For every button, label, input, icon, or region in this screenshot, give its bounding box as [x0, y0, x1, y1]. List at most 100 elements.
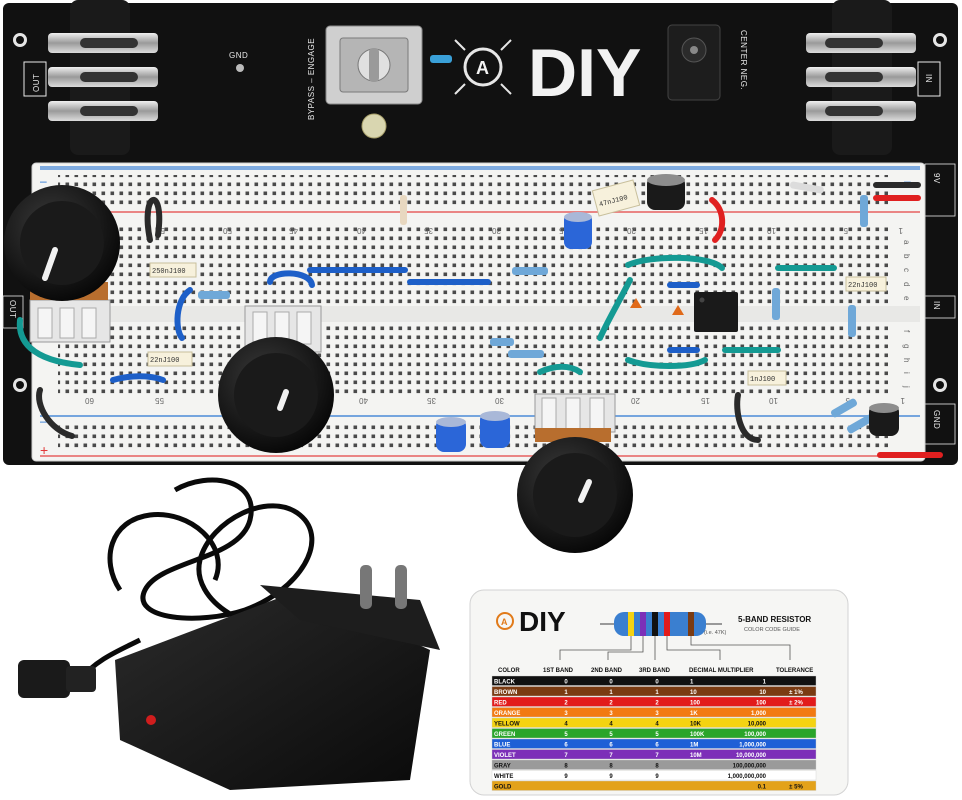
brand-logo: A: [454, 39, 512, 95]
power-indicator-light: [146, 715, 156, 725]
svg-text:2ND BAND: 2ND BAND: [591, 668, 623, 674]
color-cell-m1: 10K: [690, 722, 702, 728]
potentiometer-left: [4, 185, 120, 343]
color-cell-b2: 6: [609, 743, 613, 749]
svg-text:20: 20: [631, 396, 640, 405]
film-capacitors: 250nJ100 22nJ100 47nJ100 22nJ100 1nJ100: [147, 179, 887, 386]
color-swatch: [491, 675, 817, 686]
rail-minus-top: –: [40, 174, 47, 188]
svg-text:c: c: [902, 268, 911, 272]
color-cell-b2: 9: [609, 774, 613, 780]
color-cell-b1: 1: [564, 690, 568, 696]
svg-text:DECIMAL MULTIPLIER: DECIMAL MULTIPLIER: [689, 668, 754, 674]
svg-text:10: 10: [769, 396, 778, 405]
color-swatch: [491, 770, 817, 781]
color-cell-b3: 0: [655, 680, 659, 686]
color-cell-b3: 9: [655, 774, 659, 780]
color-cell-name: ORANGE: [494, 711, 520, 717]
color-cell-b1: 0: [564, 680, 568, 686]
color-cell-b1: 6: [564, 743, 568, 749]
svg-text:A: A: [501, 617, 508, 627]
color-cell-b2: 8: [609, 764, 613, 770]
svg-text:COLOR: COLOR: [498, 668, 520, 674]
card-logo: A: [496, 612, 514, 630]
color-cell-m2: 100,000,000: [733, 764, 767, 770]
svg-text:h: h: [902, 358, 911, 362]
color-cell-b1: 8: [564, 764, 568, 770]
color-swatch: [491, 749, 817, 760]
svg-text:22nJ100: 22nJ100: [848, 282, 877, 290]
led: [361, 113, 387, 139]
color-cell-m1: 1K: [690, 711, 698, 717]
side-tab-in: IN: [924, 295, 956, 319]
power-cable: [140, 477, 315, 631]
color-cell-b2: 4: [609, 722, 613, 728]
breadboard: – + – – 55 50 45 40 35 30 25 20 15 10 5 …: [16, 162, 943, 462]
in-label: IN: [924, 74, 933, 83]
color-cell-b1: 7: [564, 753, 568, 759]
svg-text:d: d: [902, 282, 911, 286]
plug-pin: [360, 565, 372, 609]
svg-text:b: b: [902, 254, 911, 259]
op-amp-chip: [694, 292, 738, 332]
svg-text:30: 30: [492, 226, 501, 235]
color-cell-m2: 10,000,000: [736, 753, 767, 759]
svg-text:5: 5: [845, 396, 850, 405]
color-swatch: [491, 696, 817, 707]
color-cell-b3: 4: [655, 722, 659, 728]
side-tab-9v: 9V: [924, 163, 956, 217]
svg-text:40: 40: [357, 226, 366, 235]
center-channel: [40, 306, 920, 322]
svg-text:15: 15: [701, 396, 710, 405]
ceramic-capacitor: [672, 305, 684, 315]
mounting-holes: [13, 33, 947, 392]
side-tab-gnd: GND: [924, 403, 956, 445]
color-swatch: [491, 780, 817, 791]
color-cell-b1: 9: [564, 774, 568, 780]
color-cell-b2: 7: [609, 753, 613, 759]
color-cell-m2: 1,000: [751, 711, 767, 717]
dc-power-jack: [667, 24, 721, 101]
color-cell-name: GRAY: [494, 764, 511, 770]
resistor-color-card: A DIY (i.e. 47K) 5-BAND RESISTOR COLOR C…: [469, 589, 849, 796]
rail-plus-bottom: +: [40, 442, 48, 458]
svg-text:1ST BAND: 1ST BAND: [543, 668, 574, 674]
in-label-box: [917, 61, 941, 97]
svg-text:1: 1: [898, 226, 903, 235]
color-table-header: COLOR 1ST BAND 2ND BAND 3RD BAND DECIMAL…: [498, 668, 813, 674]
svg-text:9V: 9V: [932, 173, 941, 184]
color-cell-name: BLUE: [494, 743, 510, 749]
color-cell-b3: 7: [655, 753, 659, 759]
color-swatch: [491, 728, 817, 739]
out-label: OUT: [32, 74, 41, 92]
color-cell-m2: 1,000,000: [739, 743, 766, 749]
color-cell-name: BLACK: [494, 680, 516, 686]
color-cell-m2: 1,000,000,000: [728, 774, 767, 780]
electrolytic-capacitors: [436, 174, 899, 452]
output-jack: [48, 0, 158, 155]
color-cell-b2: 1: [609, 690, 613, 696]
svg-text:1: 1: [900, 396, 905, 405]
color-cell-name: YELLOW: [494, 722, 520, 728]
svg-text:OUT: OUT: [8, 300, 17, 318]
dc-barrel-plug: [18, 660, 70, 698]
color-swatch: [491, 686, 817, 697]
svg-text:3RD BAND: 3RD BAND: [639, 668, 671, 674]
svg-text:e: e: [902, 296, 911, 301]
color-cell-m2: 10,000: [748, 722, 767, 728]
footswitch: [325, 25, 423, 139]
color-cell-b2: 2: [609, 701, 613, 707]
color-cell-b3: 3: [655, 711, 659, 717]
svg-text:35: 35: [427, 396, 436, 405]
color-cell-name: GOLD: [494, 785, 512, 791]
svg-text:45: 45: [289, 226, 298, 235]
bypass-engage-label: BYPASS – ENGAGE: [307, 38, 316, 120]
svg-text:60: 60: [85, 396, 94, 405]
